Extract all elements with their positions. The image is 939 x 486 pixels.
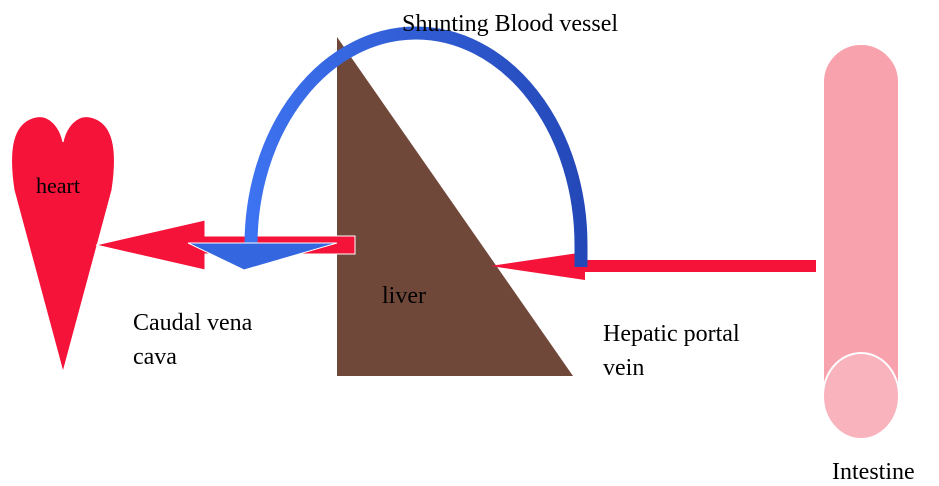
liver-label: liver [382, 282, 426, 310]
caudal-vena-cava-label-line2: cava [133, 343, 177, 371]
intestine-shape [823, 44, 899, 439]
liver-shape [337, 37, 573, 376]
hepatic-portal-label-line2: vein [603, 354, 644, 382]
intestine-label: Intestine [832, 458, 915, 486]
hepatic-portal-label-line1: Hepatic portal [603, 320, 740, 348]
shunt-label: Shunting Blood vessel [402, 10, 618, 38]
portal-vein-arrow [490, 252, 816, 280]
caudal-vena-cava-label-line1: Caudal vena [133, 309, 252, 337]
heart-label: heart [36, 172, 80, 200]
shunt-vessel-arrowhead [188, 243, 337, 270]
